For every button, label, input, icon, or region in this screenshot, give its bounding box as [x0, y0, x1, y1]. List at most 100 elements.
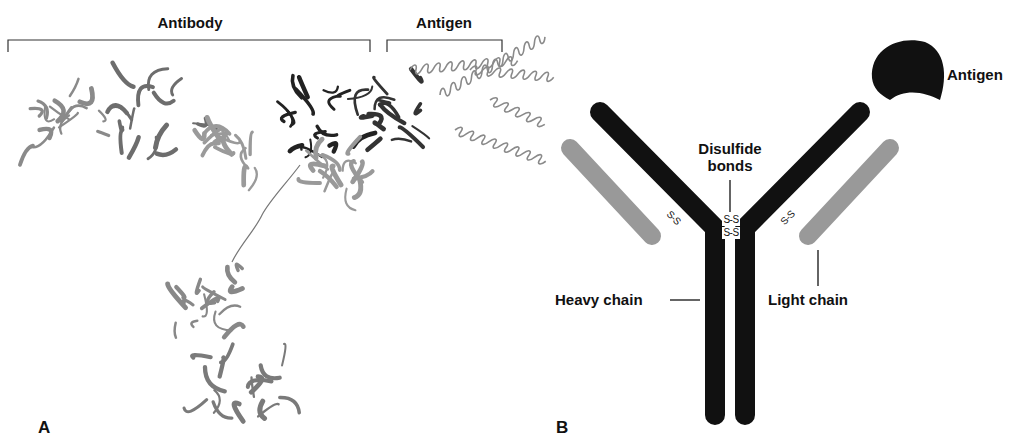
bond-mark: S-S — [664, 208, 684, 228]
ribbon-strand — [374, 77, 388, 94]
ribbon-strand — [168, 284, 186, 308]
ribbon-strand — [213, 402, 232, 418]
antigen-shape — [872, 40, 944, 100]
ribbon-strand — [367, 139, 380, 150]
ribbon-strand — [316, 139, 323, 158]
ribbon-strand — [310, 164, 324, 171]
leader-line — [817, 250, 818, 286]
ribbon-strand — [157, 149, 176, 155]
ribbon-strand — [325, 173, 333, 191]
ribbon-strand — [415, 104, 420, 114]
ribbon-strand — [202, 143, 215, 155]
ribbon-structure — [20, 33, 554, 422]
ribbon-strand — [129, 137, 139, 157]
ribbon-strand — [280, 397, 299, 412]
ribbon-strand — [138, 86, 153, 105]
ribbon-strand — [347, 137, 360, 154]
ribbon-strand — [202, 298, 219, 308]
ribbon-strand — [252, 377, 254, 396]
ribbon-strand — [192, 355, 211, 358]
ribbon-strand — [198, 119, 207, 126]
ribbon-strand — [148, 69, 168, 90]
ribbon-strand — [196, 279, 200, 293]
ribbon-strand — [392, 139, 411, 142]
ribbon-strand — [345, 189, 355, 210]
panel-letter: A — [38, 418, 50, 438]
ribbon-strand — [234, 403, 243, 421]
ribbon-strand — [156, 125, 167, 147]
ribbon-strand — [20, 146, 33, 165]
helix — [470, 66, 554, 82]
ribbon-strand — [315, 131, 326, 138]
ribbon-strand — [258, 404, 278, 416]
ribbon-strand — [204, 126, 229, 134]
ribbon-strand — [236, 264, 242, 270]
helix — [438, 33, 547, 99]
leader-line — [670, 299, 700, 300]
ribbon-strand — [261, 365, 280, 378]
bond-mark: S-S — [722, 227, 739, 239]
part-label: Antigen — [947, 66, 1003, 83]
panel-letter: B — [556, 418, 568, 438]
ribbon-strand — [130, 109, 134, 129]
ribbon-strand — [227, 267, 235, 282]
hinge-linker — [232, 165, 300, 262]
ribbon-strand — [298, 179, 320, 183]
part-label: Disulfide bonds — [685, 140, 775, 175]
ribbon-strand — [343, 161, 356, 171]
ribbon-strand — [70, 79, 79, 96]
ribbon-strand — [99, 111, 106, 122]
ribbon-strand — [250, 132, 252, 154]
ribbon-strand — [214, 140, 219, 144]
ribbon-strand — [277, 102, 292, 127]
ribbon-strand — [235, 135, 245, 158]
ribbon-strand — [324, 87, 338, 93]
ribbon-strand — [351, 161, 362, 182]
ribbon-strand — [249, 168, 257, 190]
heavy-chain — [600, 112, 715, 415]
bond-mark: S-S — [722, 214, 739, 226]
ribbon-strand — [191, 321, 197, 327]
ribbon-strand — [113, 63, 134, 87]
ribbon-strand — [223, 134, 232, 155]
ribbon-strand — [282, 344, 285, 366]
ribbon-strand — [45, 107, 55, 121]
ribbon-strand — [379, 100, 390, 103]
ribbon-strand — [338, 90, 350, 96]
ribbon-strand — [230, 287, 242, 292]
ribbon-strand — [59, 113, 78, 128]
ribbon-strand — [214, 312, 232, 331]
ribbon-strand — [348, 87, 372, 99]
antigen-bracket — [387, 40, 502, 52]
ribbon-strand — [224, 324, 243, 337]
part-label: Light chain — [768, 291, 848, 308]
helix — [454, 126, 548, 166]
leader-line — [729, 180, 730, 212]
bond-mark: S-S — [778, 208, 798, 228]
ribbon-strand — [70, 106, 87, 111]
ribbon-strand — [184, 400, 207, 412]
ribbon-strand — [380, 105, 404, 124]
ribbon-strand — [375, 123, 384, 129]
ribbon-strand — [221, 344, 233, 362]
ribbon-strand — [55, 101, 64, 122]
ribbon-strand — [98, 131, 109, 135]
ribbon-strand — [299, 77, 308, 97]
ribbon-strand — [40, 129, 52, 138]
section-label: Antibody — [158, 14, 223, 31]
helix — [488, 96, 546, 129]
ribbon-strand — [329, 143, 336, 151]
ribbon-strand — [107, 105, 127, 113]
ribbon-strand — [375, 97, 395, 109]
ribbon-strand — [30, 108, 42, 116]
ribbon-strand — [353, 162, 363, 182]
ribbon-strand — [244, 167, 247, 186]
ribbon-strand — [355, 90, 368, 115]
ribbon-strand — [195, 130, 205, 139]
antibody-bracket — [8, 40, 370, 52]
ribbon-strand — [329, 96, 337, 109]
ribbon-strand — [175, 323, 176, 338]
ribbon-strand — [172, 79, 182, 96]
ribbon-strand — [120, 130, 122, 153]
